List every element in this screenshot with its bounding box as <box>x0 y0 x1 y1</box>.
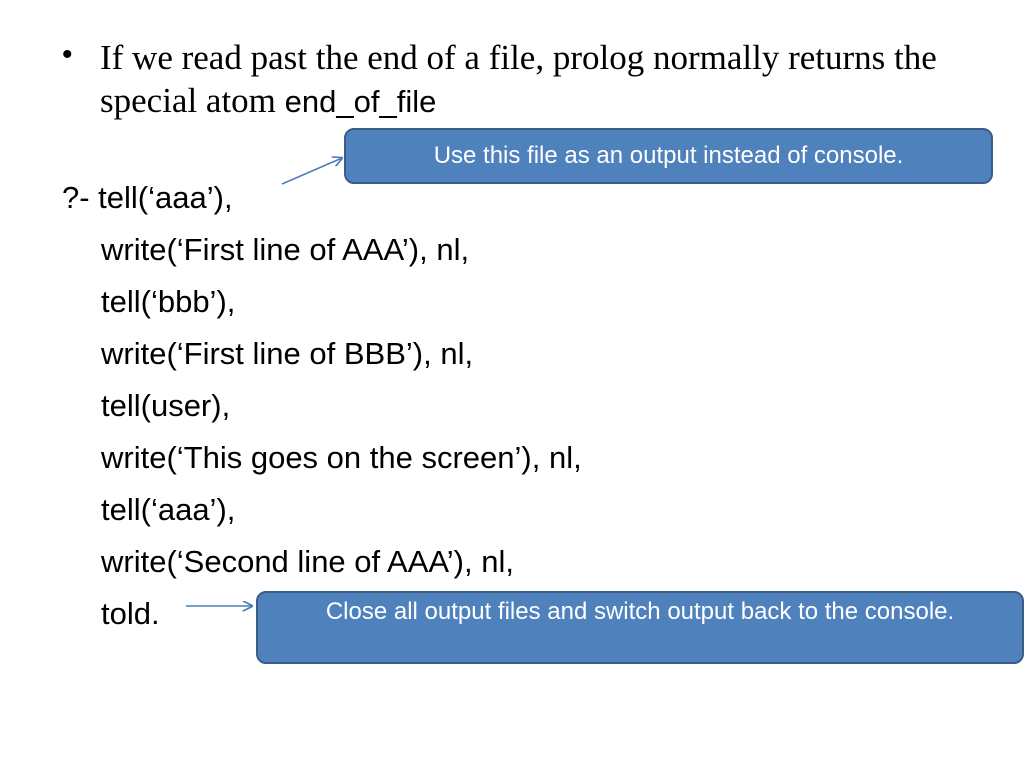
code-line-write-first-bbb: write(‘First line of BBB’), nl, <box>101 336 474 371</box>
code-line-tell-bbb: tell(‘bbb’), <box>101 284 236 319</box>
bullet-sentence: If we read past the end of a file, prolo… <box>100 38 937 120</box>
code-line-tell-aaa-again: tell(‘aaa’), <box>101 492 236 527</box>
code-line-tell-user: tell(user), <box>101 388 231 423</box>
tell-callout: Use this file as an output instead of co… <box>344 128 993 184</box>
tell-arrow <box>281 158 342 185</box>
code-line-write-second-aaa: write(‘Second line of AAA’), nl, <box>101 544 514 579</box>
bullet-dot-icon: • <box>62 38 73 71</box>
code-line-write-first-aaa: write(‘First line of AAA’), nl, <box>101 232 470 267</box>
end-of-file-atom: end_of_file <box>284 84 437 119</box>
told-callout: Close all output files and switch output… <box>256 591 1024 664</box>
code-line-tell-aaa: ?- tell(‘aaa’), <box>62 180 233 215</box>
code-line-told: told. <box>101 596 160 631</box>
code-line-write-screen: write(‘This goes on the screen’), nl, <box>101 440 582 475</box>
bullet-text: If we read past the end of a file, prolo… <box>100 36 960 123</box>
